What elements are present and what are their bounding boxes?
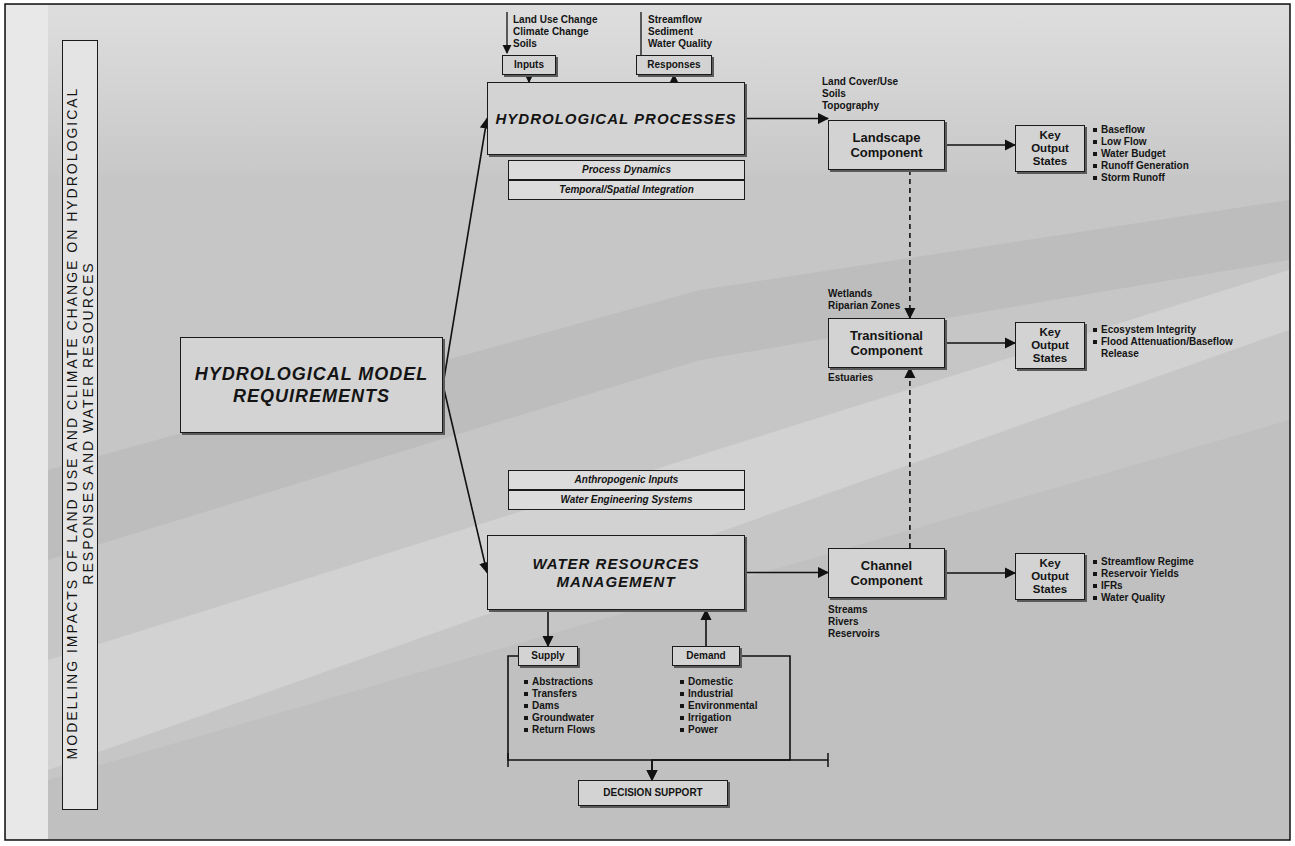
process-box: WATER RESOURCES MANAGEMENT bbox=[487, 535, 745, 610]
decision-box: DECISION SUPPORT bbox=[578, 780, 728, 806]
connector-arrow bbox=[745, 118, 828, 120]
annotation: Topography bbox=[822, 100, 879, 112]
node-text: Temporal/Spatial Integration bbox=[559, 184, 694, 196]
output-box: Key Output States bbox=[1015, 125, 1085, 172]
left-band bbox=[6, 5, 48, 839]
annotation: Soils bbox=[513, 38, 537, 50]
list-item: Abstractions bbox=[524, 676, 593, 688]
sub-box: Water Engineering Systems bbox=[508, 490, 745, 510]
list-item: Flood Attenuation/Baseflow Release bbox=[1093, 336, 1233, 360]
connector-arrow bbox=[652, 656, 790, 780]
dashed-connector bbox=[909, 170, 911, 318]
node-text: Transitional Component bbox=[834, 328, 939, 358]
annotation: Estuaries bbox=[828, 372, 873, 384]
annotation: Land Cover/Use bbox=[822, 76, 898, 88]
list-item: Water Budget bbox=[1093, 148, 1166, 160]
component-box: Channel Component bbox=[828, 548, 945, 598]
annotation: Reservoirs bbox=[828, 628, 880, 640]
annotation: Rivers bbox=[828, 616, 859, 628]
node-text: Demand bbox=[686, 650, 725, 662]
output-box: Key Output States bbox=[1015, 553, 1085, 600]
list-item: Storm Runoff bbox=[1093, 172, 1165, 184]
node-text: HYDROLOGICAL MODEL REQUIREMENTS bbox=[186, 363, 437, 407]
connector-arrow bbox=[673, 75, 675, 82]
list-item: Transfers bbox=[524, 688, 577, 700]
annotation: Land Use Change bbox=[513, 14, 597, 26]
node-text: Key Output States bbox=[1021, 557, 1079, 596]
supply-box: Supply bbox=[518, 646, 578, 666]
node-text: Key Output States bbox=[1021, 129, 1079, 168]
list-item: Environmental bbox=[680, 700, 757, 712]
node-text: Water Engineering Systems bbox=[560, 494, 692, 506]
connector-arrow bbox=[443, 119, 487, 386]
photo-frame bbox=[5, 4, 1290, 840]
annotation: Riparian Zones bbox=[828, 300, 900, 312]
input-box: Inputs bbox=[502, 55, 556, 75]
connector-arrow bbox=[705, 610, 707, 646]
connector-arrow bbox=[443, 385, 487, 573]
response-box: Responses bbox=[636, 55, 712, 75]
leader-line bbox=[640, 12, 641, 55]
list-item: Reservoir Yields bbox=[1093, 568, 1179, 580]
annotation: Streams bbox=[828, 604, 867, 616]
annotation: Water Quality bbox=[648, 38, 712, 50]
connector-arrow bbox=[508, 656, 652, 780]
annotation: Wetlands bbox=[828, 288, 872, 300]
dashed-connector bbox=[909, 368, 911, 548]
list-item: Domestic bbox=[680, 676, 733, 688]
list-item: IFRs bbox=[1093, 580, 1123, 592]
bracket-tick bbox=[827, 753, 829, 767]
component-box: Landscape Component bbox=[828, 120, 945, 170]
list-item: Ecosystem Integrity bbox=[1093, 324, 1196, 336]
demand-box: Demand bbox=[672, 646, 740, 666]
node-text: DECISION SUPPORT bbox=[603, 787, 702, 799]
annotation: Streamflow bbox=[648, 14, 702, 26]
node-text: Inputs bbox=[514, 59, 544, 71]
list-item: Dams bbox=[524, 700, 559, 712]
diagram-title: MODELLING IMPACTS OF LAND USE AND CLIMAT… bbox=[63, 41, 97, 805]
leader-arrow bbox=[506, 12, 507, 53]
connector-arrow bbox=[945, 572, 1015, 574]
connector-arrow bbox=[945, 342, 1015, 344]
node-text: WATER RESOURCES MANAGEMENT bbox=[493, 555, 739, 591]
requirements-box: HYDROLOGICAL MODEL REQUIREMENTS bbox=[180, 337, 443, 433]
sub-box: Temporal/Spatial Integration bbox=[508, 180, 745, 200]
component-box: Transitional Component bbox=[828, 318, 945, 368]
annotation: Sediment bbox=[648, 26, 693, 38]
sub-box: Anthropogenic Inputs bbox=[508, 470, 745, 490]
connector-arrow bbox=[547, 610, 549, 646]
node-text: Anthropogenic Inputs bbox=[575, 474, 679, 486]
connector-arrow bbox=[945, 144, 1015, 146]
list-item: Streamflow Regime bbox=[1093, 556, 1194, 568]
connector-arrow bbox=[745, 572, 828, 574]
list-item: Return Flows bbox=[524, 724, 595, 736]
node-text: Process Dynamics bbox=[582, 164, 671, 176]
list-item: Groundwater bbox=[524, 712, 594, 724]
list-item: Irrigation bbox=[680, 712, 731, 724]
node-text: HYDROLOGICAL PROCESSES bbox=[496, 110, 737, 128]
title-frame: MODELLING IMPACTS OF LAND USE AND CLIMAT… bbox=[62, 40, 98, 810]
sub-box: Process Dynamics bbox=[508, 160, 745, 180]
annotation: Soils bbox=[822, 88, 846, 100]
connector-arrow bbox=[528, 75, 530, 82]
list-item: Industrial bbox=[680, 688, 733, 700]
foreground-field bbox=[48, 420, 1289, 839]
annotation: Climate Change bbox=[513, 26, 589, 38]
list-item: Baseflow bbox=[1093, 124, 1145, 136]
list-item: Water Quality bbox=[1093, 592, 1165, 604]
list-item: Runoff Generation bbox=[1093, 160, 1189, 172]
node-text: Channel Component bbox=[834, 558, 939, 588]
output-box: Key Output States bbox=[1015, 322, 1085, 369]
list-item: Low Flow bbox=[1093, 136, 1147, 148]
sky bbox=[48, 5, 1289, 175]
node-text: Supply bbox=[531, 650, 564, 662]
list-item: Power bbox=[680, 724, 718, 736]
node-text: Key Output States bbox=[1021, 326, 1079, 365]
node-text: Landscape Component bbox=[834, 130, 939, 160]
node-text: Responses bbox=[647, 59, 700, 71]
process-box: HYDROLOGICAL PROCESSES bbox=[487, 82, 745, 155]
